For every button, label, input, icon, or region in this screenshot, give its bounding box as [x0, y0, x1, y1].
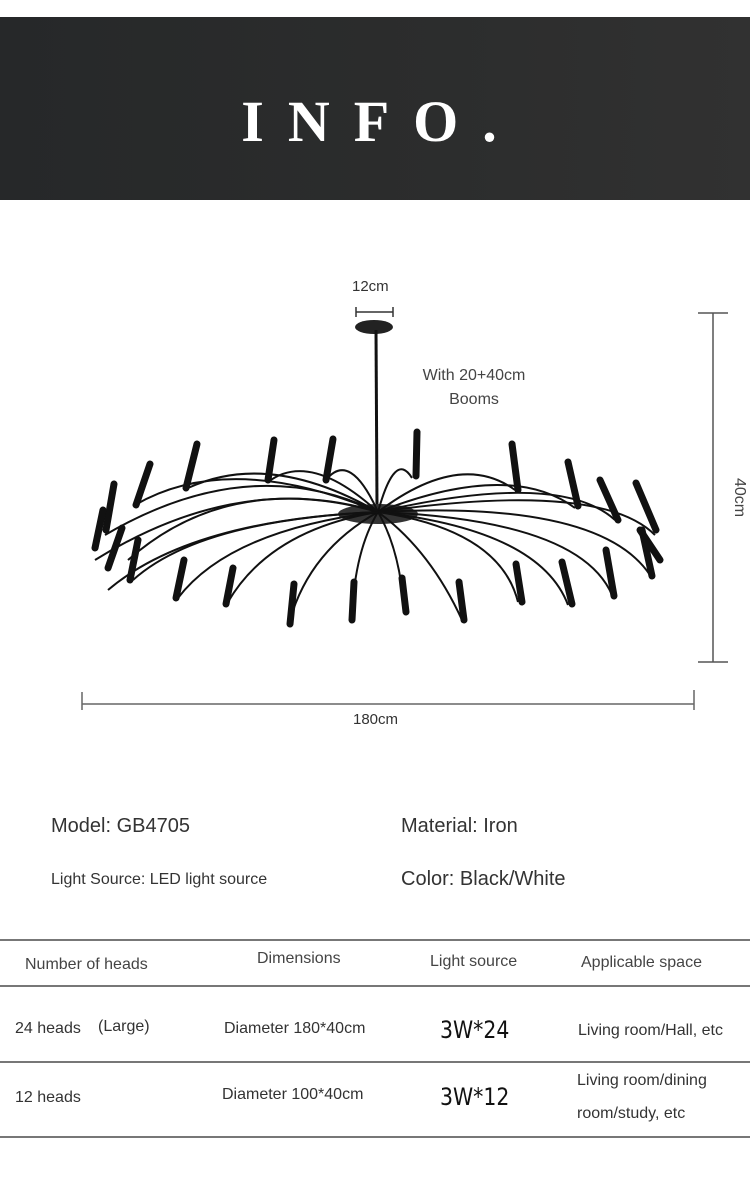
canopy-dimension-line [355, 307, 394, 317]
row2-heads: 12 heads [15, 1089, 81, 1106]
row1-size-tag: (Large) [98, 1018, 150, 1035]
row2-dimensions: Diameter 100*40cm [222, 1086, 364, 1103]
row2-space-line1: Living room/dining [577, 1072, 707, 1089]
spec-color: Color: Black/White [401, 868, 566, 890]
height-dimension-line [698, 312, 728, 663]
spec-light-source: Light Source: LED light source [51, 871, 268, 888]
diameter-label: 180cm [353, 711, 399, 728]
canopy-width-label: 12cm [352, 278, 389, 295]
row2-space-line2: room/study, etc [577, 1105, 686, 1122]
spec-model: Model: GB4705 [51, 815, 190, 837]
header-heads: Number of heads [25, 956, 148, 973]
boom-note: With 20+40cm Booms [400, 364, 548, 412]
chandelier-illustration [81, 307, 728, 710]
boom-note-line1: With 20+40cm [422, 367, 526, 384]
info-banner: INFO. [0, 17, 750, 200]
banner-title: INFO. [241, 89, 521, 154]
row2-light: 3W*12 [440, 1083, 510, 1111]
header-light-source: Light source [430, 953, 518, 970]
table-bottom-rule [0, 1136, 750, 1138]
row1-light: 3W*24 [440, 1016, 510, 1044]
diameter-dimension-line [81, 690, 695, 710]
boom-note-line2: Booms [449, 391, 499, 408]
header-applicable-space: Applicable space [581, 954, 702, 971]
spec-material: Material: Iron [401, 815, 518, 837]
table-top-rule [0, 939, 750, 941]
row1-heads: 24 heads [15, 1020, 81, 1037]
header-dimensions: Dimensions [257, 950, 341, 967]
header-bottom-rule [0, 985, 750, 987]
row-divider [0, 1061, 750, 1063]
row1-space: Living room/Hall, etc [578, 1022, 723, 1039]
dimension-diagram: 12cm With 20+40cm Booms 40cm 180cm [0, 200, 750, 760]
row1-dimensions: Diameter 180*40cm [224, 1020, 366, 1037]
